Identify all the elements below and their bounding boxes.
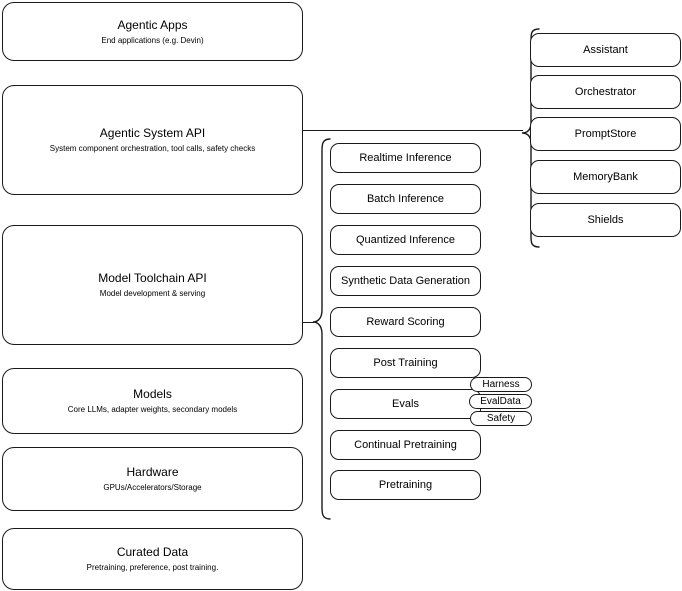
layer-title: Model Toolchain API — [98, 271, 207, 285]
capability-label: Reward Scoring — [366, 316, 445, 328]
capability-label: Continual Pretraining — [354, 439, 457, 451]
eval-badge-label: EvalData — [480, 396, 521, 407]
layer-box-hardware[interactable]: Hardware GPUs/Accelerators/Storage — [2, 447, 303, 511]
layer-title: Hardware — [126, 465, 179, 479]
capability-label: Synthetic Data Generation — [340, 275, 471, 287]
component-label: MemoryBank — [573, 171, 638, 183]
connector-toolchain-api-to-capabilities — [303, 322, 314, 323]
component-label: PromptStore — [574, 128, 637, 140]
layer-title: Agentic Apps — [117, 17, 188, 32]
layer-title: Agentic System API — [99, 126, 206, 140]
capability-box-post-training[interactable]: Post Training — [330, 348, 481, 378]
layer-box-curated-data[interactable]: Curated Data Pretraining, preference, po… — [2, 528, 303, 590]
layer-box-agentic-apps[interactable]: Agentic Apps End applications (e.g. Devi… — [2, 2, 303, 61]
eval-badge-label: Safety — [486, 413, 516, 424]
capability-box-reward-scoring[interactable]: Reward Scoring — [330, 307, 481, 337]
layer-subtitle: GPUs/Accelerators/Storage — [103, 483, 202, 492]
component-label: Assistant — [583, 44, 628, 56]
layer-subtitle: End applications (e.g. Devin) — [101, 35, 204, 45]
capability-box-synthetic-data-generation[interactable]: Synthetic Data Generation — [330, 266, 481, 296]
layer-subtitle: Core LLMs, adapter weights, secondary mo… — [67, 405, 238, 414]
layer-box-agentic-system-api[interactable]: Agentic System API System component orch… — [2, 85, 303, 195]
eval-badge-evaldata[interactable]: EvalData — [469, 394, 532, 409]
capability-label: Pretraining — [378, 479, 433, 491]
layer-title: Models — [133, 387, 172, 401]
layer-title: Curated Data — [116, 545, 189, 559]
eval-badge-label: Harness — [482, 379, 520, 390]
capability-box-evals[interactable]: Evals — [330, 389, 481, 419]
component-box-promptstore[interactable]: PromptStore — [530, 117, 681, 151]
component-label: Shields — [587, 214, 624, 226]
capability-label: Realtime Inference — [359, 152, 452, 164]
eval-badge-safety[interactable]: Safety — [470, 411, 532, 426]
component-box-memorybank[interactable]: MemoryBank — [530, 160, 681, 194]
component-box-assistant[interactable]: Assistant — [530, 33, 681, 67]
layer-box-model-toolchain-api[interactable]: Model Toolchain API Model development & … — [2, 225, 303, 345]
connector-agentic-system-api-to-components — [303, 130, 523, 131]
brace-toolchain-capabilities — [310, 138, 332, 520]
layer-box-models[interactable]: Models Core LLMs, adapter weights, secon… — [2, 368, 303, 434]
capability-label: Batch Inference — [366, 193, 445, 205]
capability-box-batch-inference[interactable]: Batch Inference — [330, 184, 481, 214]
capability-label: Evals — [392, 398, 419, 410]
layer-subtitle: Pretraining, preference, post training. — [86, 563, 219, 572]
capability-label: Quantized Inference — [355, 234, 456, 246]
capability-box-continual-pretraining[interactable]: Continual Pretraining — [330, 430, 481, 460]
capability-box-realtime-inference[interactable]: Realtime Inference — [330, 143, 481, 173]
capability-box-quantized-inference[interactable]: Quantized Inference — [330, 225, 481, 255]
component-box-orchestrator[interactable]: Orchestrator — [530, 75, 681, 109]
capability-box-pretraining[interactable]: Pretraining — [330, 470, 481, 500]
component-box-shields[interactable]: Shields — [530, 203, 681, 237]
eval-badge-harness[interactable]: Harness — [470, 377, 532, 392]
capability-label: Post Training — [373, 357, 438, 369]
layer-subtitle: System component orchestration, tool cal… — [49, 144, 256, 153]
component-label: Orchestrator — [574, 86, 637, 98]
layer-subtitle: Model development & serving — [99, 289, 206, 298]
